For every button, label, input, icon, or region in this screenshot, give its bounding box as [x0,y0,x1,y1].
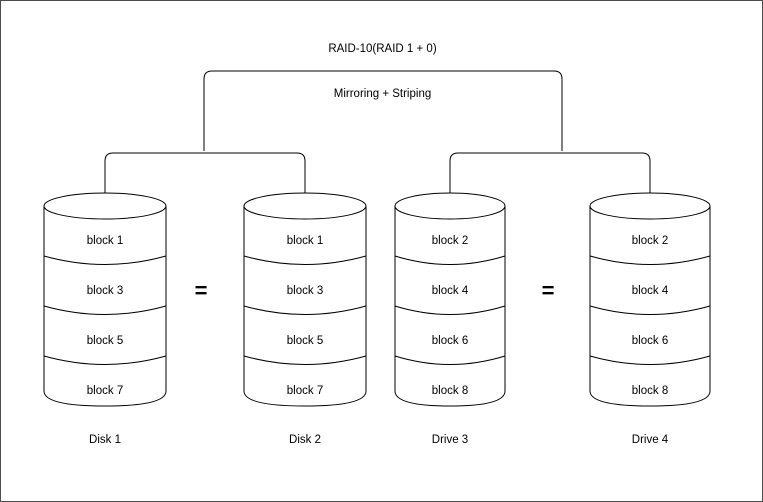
mirror-connector-right [449,152,651,199]
block-divider-1-3 [43,355,167,365]
block-divider-2-3 [243,355,367,365]
block-divider-2-2 [243,305,367,315]
block-divider-3-3 [394,355,506,365]
cylinder-body-2 [243,206,367,407]
disk-cylinder-2 [243,192,367,407]
block-divider-2-1 [243,255,367,265]
block-divider-1-1 [43,255,167,265]
cylinder-top-1 [43,192,167,220]
disk-4-block-3: block 6 [631,335,669,347]
block-divider-1-2 [43,305,167,315]
disk-4-block-2: block 4 [631,285,669,297]
disk-label-3: Drive 3 [431,434,469,446]
disk-2-block-4: block 7 [286,385,324,397]
block-divider-3-2 [394,305,506,315]
block-divider-3-1 [394,255,506,265]
disk-label-4: Drive 4 [631,434,669,446]
mirror-bracket-left [104,152,306,199]
disk-cylinder-1 [43,192,167,407]
diagram-title: RAID-10(RAID 1 + 0) Mirroring + Striping [1,12,762,132]
disk-cylinder-4 [589,192,711,407]
mirror-equals-icon-left: = [194,278,208,303]
stripe-root-connector [203,70,563,151]
disk-2-block-3: block 5 [286,335,324,347]
block-divider-4-3 [589,355,711,365]
cylinder-top-3 [394,192,506,220]
disk-1-block-4: block 7 [86,385,124,397]
cylinder-top-2 [243,192,367,220]
stripe-connector-tree [203,70,563,151]
disk-3-block-4: block 8 [431,385,469,397]
cylinder-body-4 [589,206,711,407]
disk-cylinder-3 [394,192,506,407]
disk-3-block-2: block 4 [431,285,469,297]
disk-4-block-1: block 2 [631,235,669,247]
disk-label-1: Disk 1 [89,434,121,446]
cylinder-body-1 [43,206,167,407]
block-divider-4-1 [589,255,711,265]
disk-2-block-2: block 3 [286,285,324,297]
disk-3-block-1: block 2 [431,235,469,247]
disk-4-block-4: block 8 [631,385,669,397]
diagram-title-line-1: RAID-10(RAID 1 + 0) [328,43,437,55]
diagram-title-line-2: Mirroring + Striping [333,88,432,100]
disk-2-block-1: block 1 [286,235,324,247]
disk-1-block-3: block 5 [86,335,124,347]
block-divider-4-2 [589,305,711,315]
disk-label-2: Disk 2 [289,434,321,446]
disk-3-block-3: block 6 [431,335,469,347]
disk-1-block-2: block 3 [86,285,124,297]
cylinder-top-4 [589,192,711,220]
mirror-equals-icon-right: = [541,278,555,303]
mirror-bracket-right [449,152,651,199]
cylinder-body-3 [394,206,506,407]
mirror-connector-left [104,152,306,199]
disk-1-block-1: block 1 [86,235,124,247]
